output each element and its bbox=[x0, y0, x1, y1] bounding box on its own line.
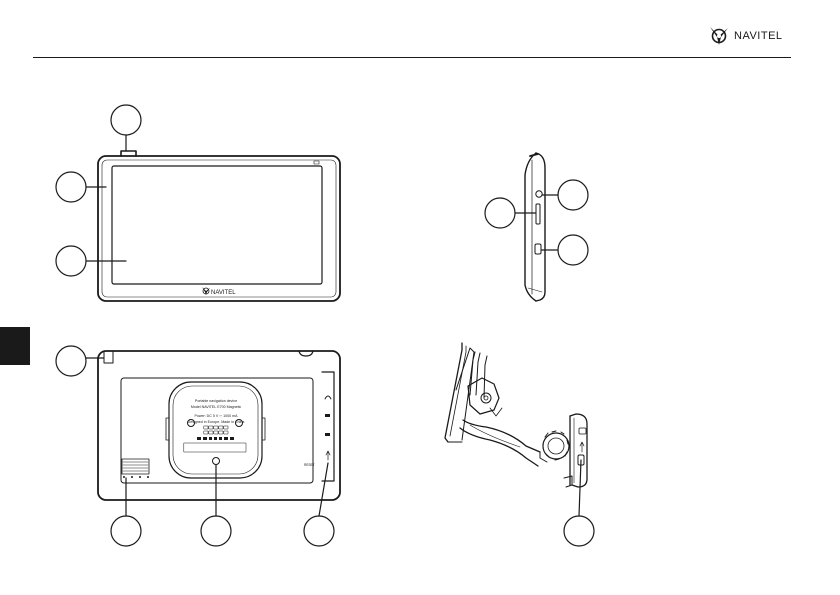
callout-front-power bbox=[110, 104, 142, 152]
suction-mount bbox=[444, 342, 588, 488]
callout-side-usb bbox=[540, 234, 589, 266]
callout-side-headphone bbox=[541, 179, 589, 211]
callout-back-ports bbox=[303, 462, 335, 547]
callout-front-screen bbox=[55, 245, 127, 277]
speaker-grille bbox=[121, 458, 150, 475]
header-rule bbox=[33, 57, 791, 58]
sticker-line-2: Model NAVITEL E700 Magnetic bbox=[191, 405, 242, 409]
navitel-compass-logo-icon bbox=[710, 27, 728, 45]
callout-back-speaker bbox=[110, 477, 142, 547]
section-tab bbox=[0, 327, 30, 365]
headphone-jack-icon bbox=[324, 395, 332, 400]
brand-logo: NAVITEL bbox=[708, 26, 783, 46]
bezel-brand: NAVITEL bbox=[211, 290, 236, 296]
side-view-device bbox=[524, 152, 546, 302]
callout-side-sd bbox=[484, 197, 537, 229]
callout-back-notch bbox=[55, 345, 105, 377]
usb-symbol-icon bbox=[579, 441, 585, 453]
back-view-device: Portable navigation device Model NAVITEL… bbox=[97, 350, 341, 501]
callout-mount-usb bbox=[563, 459, 595, 547]
callout-front-indicator bbox=[55, 171, 107, 203]
port-label: RESET bbox=[304, 463, 315, 467]
sticker-line-4: Designed in Europe. Made in China bbox=[188, 420, 245, 424]
sticker-line-1: Portable navigation device bbox=[195, 399, 237, 403]
headphone-jack-icon bbox=[535, 190, 543, 198]
bezel-logo: NAVITEL bbox=[202, 287, 236, 296]
front-view-device: NAVITEL bbox=[97, 150, 341, 302]
brand-name: NAVITEL bbox=[734, 30, 783, 42]
usb-symbol-icon bbox=[325, 450, 331, 461]
sd-card-icon bbox=[535, 203, 541, 225]
sticker-line-3: Power: DC 5 V ⎓ 1000 mA bbox=[194, 414, 238, 418]
callout-back-mount bbox=[200, 464, 232, 547]
usb-port-icon bbox=[534, 243, 542, 255]
